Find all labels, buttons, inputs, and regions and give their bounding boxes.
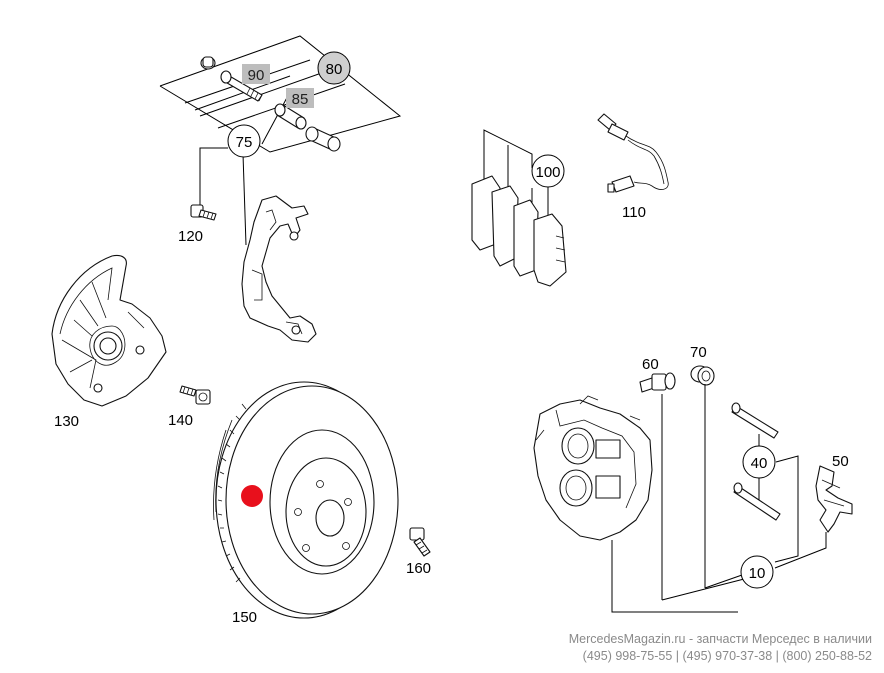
label-160[interactable]: 160 (406, 560, 431, 577)
spring-clip-50-icon (815, 465, 853, 533)
label-90[interactable]: 90 (242, 64, 270, 84)
label-75[interactable]: 75 (227, 124, 261, 158)
label-120[interactable]: 120 (178, 228, 203, 245)
svg-text:75: 75 (236, 134, 253, 151)
svg-text:80: 80 (326, 61, 343, 78)
label-10[interactable]: 10 (740, 555, 774, 589)
marker-dot (241, 485, 263, 507)
label-40[interactable]: 40 (742, 445, 776, 479)
bolt-160-icon (409, 527, 431, 557)
label-100[interactable]: 100 (531, 154, 565, 188)
bolt-120-icon (190, 204, 217, 221)
guide-pin-90-icon (220, 70, 263, 102)
label-80[interactable]: 80 (317, 51, 351, 85)
label-130[interactable]: 130 (54, 413, 79, 430)
label-50[interactable]: 50 (832, 453, 849, 470)
caliper-pin-40-icon (731, 402, 781, 521)
footer-contacts: MercedesMagazin.ru - запчасти Мерседес в… (569, 631, 872, 665)
label-60[interactable]: 60 (642, 356, 659, 373)
cap-70-icon (690, 365, 715, 386)
sleeve-85-icon (274, 103, 307, 130)
label-140[interactable]: 140 (168, 412, 193, 429)
dust-shield-130-icon (51, 254, 167, 407)
svg-text:10: 10 (749, 565, 766, 582)
wear-sensor-110-icon (597, 113, 669, 193)
bolt-cap-icon (200, 56, 216, 70)
brake-pads-icon (471, 175, 567, 287)
svg-text:85: 85 (292, 91, 309, 108)
footer-phones-line: (495) 998-75-55 | (495) 970-37-38 | (800… (582, 649, 872, 663)
caliper-bracket-icon (241, 195, 317, 343)
bolt-140-icon (179, 385, 211, 405)
label-150[interactable]: 150 (232, 609, 257, 626)
label-70[interactable]: 70 (690, 344, 707, 361)
brake-caliper-icon (533, 395, 653, 541)
svg-text:40: 40 (751, 455, 768, 472)
svg-text:100: 100 (535, 164, 560, 181)
svg-text:90: 90 (248, 67, 265, 84)
label-85[interactable]: 85 (286, 88, 314, 108)
bleeder-60-icon (639, 372, 676, 393)
footer-site-line: MercedesMagazin.ru - запчасти Мерседес в… (568, 632, 872, 646)
brake-disc-150-icon (213, 381, 399, 619)
leader-lines-10 (611, 384, 827, 613)
bush-80-icon (305, 126, 341, 152)
label-110[interactable]: 110 (622, 204, 646, 221)
